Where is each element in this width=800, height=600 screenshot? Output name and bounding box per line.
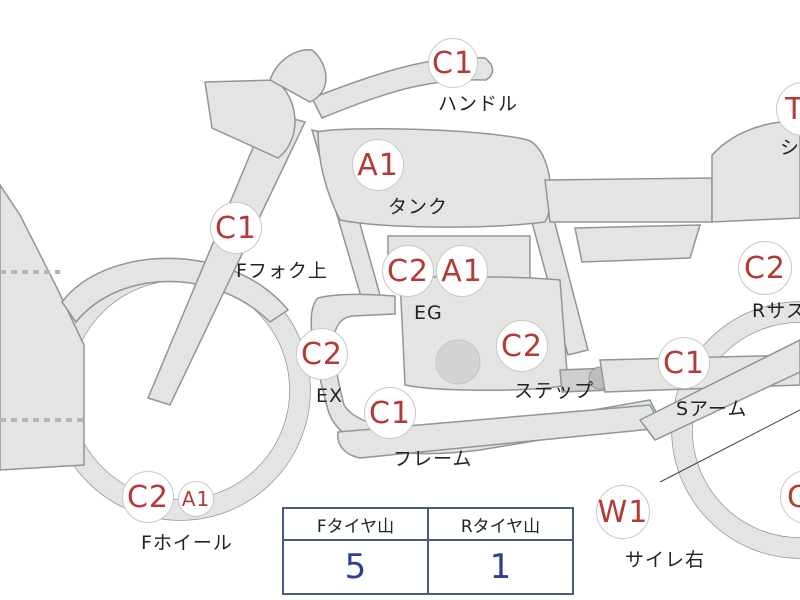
value-rear-tire: 1 <box>427 539 574 595</box>
rear-tail <box>711 120 800 223</box>
swing-arm-diagonal <box>638 339 800 441</box>
grade-tank: A1 <box>352 139 404 191</box>
motorcycle-parts <box>0 49 800 558</box>
label-tank: タンク <box>388 196 449 218</box>
wheel-outline <box>69 279 291 501</box>
headlight-visor <box>269 49 327 103</box>
tire-table-header-row: Fタイヤ山 Rタイヤ山 <box>282 507 574 541</box>
grade-f-wheel-2: A1 <box>178 481 214 517</box>
label-r-suspension: Rサス <box>752 300 800 322</box>
label-ex: EX <box>316 385 344 407</box>
grade-seat: T <box>776 82 800 136</box>
tire-tread-table: Fタイヤ山 Rタイヤ山 5 1 <box>282 507 574 595</box>
header-front-tire: Fタイヤ山 <box>282 507 429 541</box>
headlight <box>204 79 296 159</box>
grade-rear-wheel: C <box>780 470 800 524</box>
grade-ex: C2 <box>296 328 348 380</box>
label-f-wheel: Fホイール <box>141 532 233 554</box>
header-rear-tire: Rタイヤ山 <box>427 507 574 541</box>
grade-eg-1: C2 <box>382 245 434 297</box>
grade-ffork-upper: C1 <box>210 202 262 254</box>
label-s-arm: Sアーム <box>676 398 748 420</box>
label-frame: フレーム <box>393 448 473 470</box>
grade-muffler-right: W1 <box>596 485 650 539</box>
leader-line <box>659 409 800 483</box>
label-eg: EG <box>414 302 443 324</box>
value-front-tire: 5 <box>282 539 429 595</box>
rear-side-cover <box>574 224 702 263</box>
tire-table-value-row: 5 1 <box>282 539 574 595</box>
label-ffork-upper: Fフォク上 <box>236 260 328 282</box>
label-step: ステップ <box>514 380 595 402</box>
label-seat: シ <box>780 137 800 159</box>
label-handle: ハンドル <box>438 93 519 115</box>
grade-s-arm: C1 <box>658 337 710 389</box>
lower-frame <box>337 404 664 459</box>
rear-wheel <box>672 302 800 558</box>
label-muffler-right: サイレ右 <box>625 549 706 571</box>
seat <box>544 177 713 223</box>
rider-body <box>0 183 85 471</box>
grade-f-wheel-1: C2 <box>122 471 174 523</box>
grade-frame: C1 <box>364 387 416 439</box>
grade-eg-2: A1 <box>436 245 488 297</box>
grade-handle: C1 <box>428 38 478 88</box>
grade-r-suspension: C2 <box>738 241 792 295</box>
engine-cover <box>435 339 481 385</box>
grade-step: C2 <box>496 320 548 372</box>
